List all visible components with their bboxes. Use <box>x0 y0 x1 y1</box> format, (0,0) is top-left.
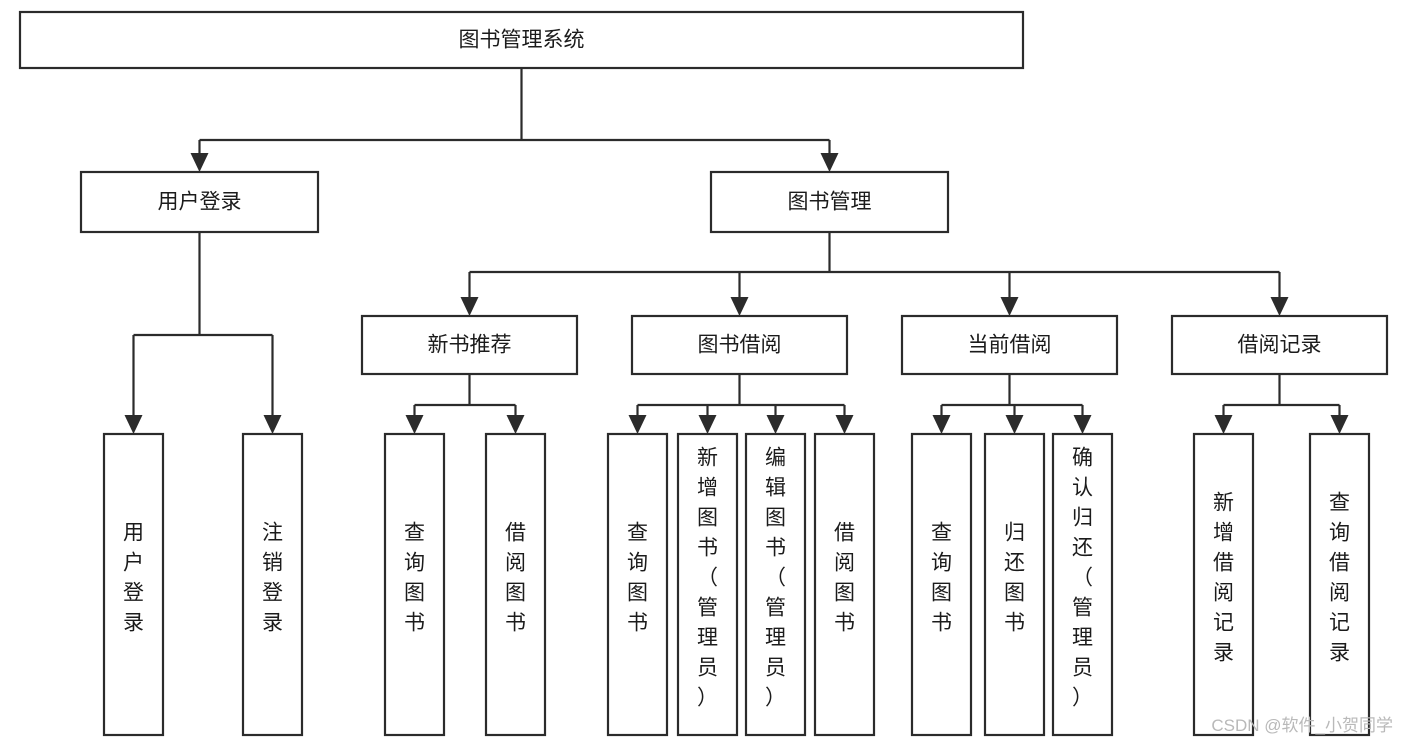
arrow-head-icon-leaf-borrow-query <box>628 415 647 434</box>
node-new-book-recommend[interactable]: 新书推荐 <box>360 314 579 376</box>
node-label-leaf-user-logout: 注销登录 <box>262 522 283 635</box>
node-label-leaf-borrow-edit: 编辑图书（管理员） <box>765 447 786 710</box>
node-leaf-recommend-query[interactable]: 查询图书 <box>383 432 446 737</box>
arrow-head-icon-book-borrow <box>730 297 749 316</box>
node-box-leaf-borrow-query <box>606 432 669 737</box>
node-box-leaf-current-return <box>983 432 1046 737</box>
node-leaf-user-login[interactable]: 用户登录 <box>102 432 165 737</box>
node-current-borrow[interactable]: 当前借阅 <box>900 314 1119 376</box>
arrow-head-icon-leaf-user-logout <box>263 415 282 434</box>
node-label-borrow-record: 借阅记录 <box>1238 334 1322 357</box>
node-box-root <box>18 10 1025 70</box>
node-box-borrow-record <box>1170 314 1389 376</box>
node-book-borrow[interactable]: 图书借阅 <box>630 314 849 376</box>
node-box-leaf-borrow-edit <box>744 432 807 737</box>
arrow-head-icon-leaf-borrow-add <box>698 415 717 434</box>
node-label-leaf-recommend-query: 查询图书 <box>404 522 425 635</box>
node-leaf-current-confirm[interactable]: 确认归还（管理员） <box>1051 432 1114 737</box>
node-box-new-book-recommend <box>360 314 579 376</box>
node-label-book-management: 图书管理 <box>788 191 872 214</box>
node-box-leaf-borrow-add <box>676 432 739 737</box>
node-box-leaf-current-query <box>910 432 973 737</box>
node-leaf-borrow-edit[interactable]: 编辑图书（管理员） <box>744 432 807 737</box>
node-user-login[interactable]: 用户登录 <box>79 170 320 234</box>
node-leaf-current-query[interactable]: 查询图书 <box>910 432 973 737</box>
node-label-current-borrow: 当前借阅 <box>968 334 1052 357</box>
node-label-book-borrow: 图书借阅 <box>698 334 782 357</box>
node-label-leaf-user-login: 用户登录 <box>123 522 144 635</box>
node-box-book-borrow <box>630 314 849 376</box>
csdn-watermark: CSDN @软件_小贺同学 <box>1211 716 1393 735</box>
arrow-head-icon-leaf-user-login <box>124 415 143 434</box>
node-label-new-book-recommend: 新书推荐 <box>428 334 512 357</box>
node-box-current-borrow <box>900 314 1119 376</box>
arrow-head-icon-current-borrow <box>1000 297 1019 316</box>
node-label-leaf-record-query: 查询借阅记录 <box>1329 492 1350 665</box>
arrow-head-icon-leaf-borrow-lend <box>835 415 854 434</box>
node-box-leaf-user-login <box>102 432 165 737</box>
node-box-leaf-borrow-lend <box>813 432 876 737</box>
node-box-leaf-recommend-borrow <box>484 432 547 737</box>
node-box-book-management <box>709 170 950 234</box>
node-borrow-record[interactable]: 借阅记录 <box>1170 314 1389 376</box>
node-box-leaf-recommend-query <box>383 432 446 737</box>
arrow-head-icon-borrow-record <box>1270 297 1289 316</box>
arrow-head-icon-leaf-borrow-edit <box>766 415 785 434</box>
arrow-head-icon-user-login <box>190 153 209 172</box>
node-label-root: 图书管理系统 <box>459 29 585 52</box>
node-label-leaf-record-add: 新增借阅记录 <box>1213 492 1234 665</box>
arrow-head-icon-book-management <box>820 153 839 172</box>
node-leaf-recommend-borrow[interactable]: 借阅图书 <box>484 432 547 737</box>
node-leaf-borrow-query[interactable]: 查询图书 <box>606 432 669 737</box>
arrow-head-icon-leaf-current-query <box>932 415 951 434</box>
node-leaf-borrow-add[interactable]: 新增图书（管理员） <box>676 432 739 737</box>
node-book-management[interactable]: 图书管理 <box>709 170 950 234</box>
node-box-leaf-user-logout <box>241 432 304 737</box>
node-box-leaf-record-query <box>1308 432 1371 737</box>
node-box-leaf-current-confirm <box>1051 432 1114 737</box>
node-label-leaf-borrow-query: 查询图书 <box>627 522 648 635</box>
node-label-user-login: 用户登录 <box>158 191 242 214</box>
arrow-head-icon-new-book-recommend <box>460 297 479 316</box>
arrow-head-icon-leaf-recommend-borrow <box>506 415 525 434</box>
node-root[interactable]: 图书管理系统 <box>18 10 1025 70</box>
arrow-head-icon-leaf-record-query <box>1330 415 1349 434</box>
node-leaf-record-add[interactable]: 新增借阅记录 <box>1192 432 1255 737</box>
connector-layer <box>124 68 1349 434</box>
arrow-head-icon-leaf-record-add <box>1214 415 1233 434</box>
arrow-head-icon-leaf-current-return <box>1005 415 1024 434</box>
node-label-leaf-current-confirm: 确认归还（管理员） <box>1072 447 1093 710</box>
node-label-leaf-borrow-add: 新增图书（管理员） <box>697 447 718 710</box>
node-label-leaf-current-return: 归还图书 <box>1004 522 1025 635</box>
node-leaf-user-logout[interactable]: 注销登录 <box>241 432 304 737</box>
node-label-leaf-borrow-lend: 借阅图书 <box>834 522 855 635</box>
arrow-head-icon-leaf-recommend-query <box>405 415 424 434</box>
node-label-leaf-recommend-borrow: 借阅图书 <box>505 522 526 635</box>
node-box-user-login <box>79 170 320 234</box>
node-leaf-record-query[interactable]: 查询借阅记录 <box>1308 432 1371 737</box>
node-leaf-borrow-lend[interactable]: 借阅图书 <box>813 432 876 737</box>
node-box-leaf-record-add <box>1192 432 1255 737</box>
node-label-leaf-current-query: 查询图书 <box>931 522 952 635</box>
arrow-head-icon-leaf-current-confirm <box>1073 415 1092 434</box>
node-layer: 图书管理系统用户登录图书管理新书推荐图书借阅当前借阅借阅记录用户登录注销登录查询… <box>18 10 1389 737</box>
node-leaf-current-return[interactable]: 归还图书 <box>983 432 1046 737</box>
